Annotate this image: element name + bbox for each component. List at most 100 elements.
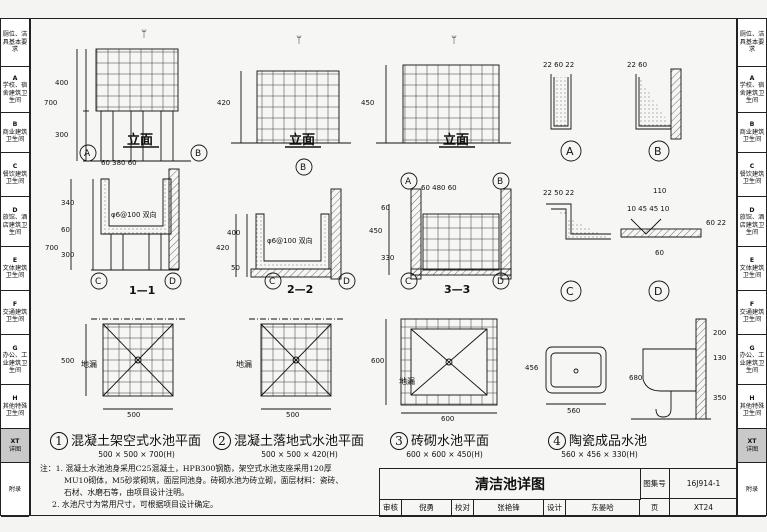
dim-sink-side-b: 130 (713, 354, 727, 362)
dim-sec2-a: 420 (216, 244, 230, 252)
right-tab-label: 厕位、洁具基本要求 (739, 31, 765, 54)
section-1-1: A B C D (70, 144, 208, 290)
elevation-2-label: 立面 (289, 132, 315, 148)
dim-plan1-500: 500 (127, 411, 141, 419)
left-tab-code: G (12, 344, 18, 352)
caption-3-title: 砖砌水池平面 (411, 434, 490, 449)
elevation-3: ᛘ (376, 35, 511, 144)
left-tab-label: 旅馆、酒店建筑卫生间 (2, 214, 28, 236)
dim-sec3-c: 330 (381, 254, 395, 262)
right-tab-label: 餐饮建筑卫生间 (739, 170, 765, 186)
caption-2-number: 2 (213, 432, 231, 450)
ceramic-sink-front (545, 346, 607, 405)
dim-sec1-b: 60 (61, 226, 70, 234)
dim-sink-width: 560 (567, 407, 581, 415)
dim-sec1-a: 340 (61, 199, 75, 207)
svg-text:D: D (497, 277, 504, 287)
caption-1-size: 500 × 500 × 700(H) (98, 450, 175, 459)
note-line-4: 2. 水池尺寸为常用尺寸，可根据项目设计确定。 (52, 500, 218, 509)
left-tab-label: 附录 (8, 485, 22, 493)
svg-text:A: A (405, 177, 412, 187)
dim-detail-d-side: 60 22 (706, 219, 727, 227)
caption-4-size: 560 × 456 × 330(H) (561, 450, 638, 459)
svg-text:ᛘ: ᛘ (451, 35, 457, 46)
section-1-rebar: φ6@100 双向 (111, 210, 157, 219)
section-3-3: A B C D (388, 172, 512, 290)
right-tab-code: A (749, 74, 755, 82)
section-1-label: 1—1 (129, 284, 155, 297)
left-tab-item-0[interactable]: 厕位、洁具基本要求 (1, 19, 29, 67)
dim-detail-a: 22 60 22 (543, 61, 575, 69)
review-name: 倪勇 (402, 499, 452, 517)
right-tab-item-0[interactable]: 厕位、洁具基本要求 (738, 19, 766, 67)
drawing-canvas: ᛘ 立面 ᛘ 立面 ᛘ 立面 (70, 29, 711, 420)
left-tab-label: 办公、工业建筑卫生间 (2, 352, 28, 374)
caption-2-title: 混凝土落地式水池平面 (234, 434, 365, 449)
left-tab-code: H (12, 395, 18, 403)
detail-B: B (635, 68, 682, 162)
plan-1 (85, 318, 186, 410)
right-tab-code: H (749, 395, 755, 403)
plan-2 (249, 318, 343, 410)
left-tab-label: 文体建筑卫生间 (2, 264, 28, 280)
atlas-number: 16J914-1 (670, 469, 738, 499)
left-tab-code: F (12, 301, 18, 309)
dim-sink-680: 680 (629, 374, 643, 382)
caption-4-number: 4 (548, 432, 566, 450)
dim-plan3-side: 600 (371, 357, 385, 365)
svg-text:B: B (654, 145, 662, 158)
left-tab-label: 学校、宿舍建筑卫生间 (2, 82, 28, 104)
page-label: 页 (640, 499, 670, 517)
left-tab-item-10[interactable]: 附录 (1, 463, 29, 517)
dim-elev1-height: 700 (44, 99, 58, 107)
plan-3-floor-drain: 地漏 (399, 376, 415, 386)
notes: 注：1. 混凝土水池池身采用C25混凝土，HPB300钢筋，架空式水池支座采用1… (40, 463, 350, 511)
plan-2-floor-drain: 地漏 (236, 359, 252, 369)
dim-detail-d-top: 110 (653, 187, 667, 195)
svg-text:C: C (95, 277, 101, 287)
right-tab-label: 旅馆、酒店建筑卫生间 (739, 214, 765, 236)
design-label: 设计 (544, 499, 566, 517)
left-tab-label: 详图 (8, 445, 22, 453)
svg-text:C: C (405, 277, 411, 287)
left-tab-label: 其他特殊卫生间 (2, 402, 28, 418)
dim-detail-b: 22 60 (627, 61, 648, 69)
dim-elev1-upper: 400 (55, 79, 69, 87)
dim-plan1-side: 500 (61, 357, 75, 365)
dim-elev2-height: 420 (217, 99, 231, 107)
svg-text:B: B (497, 177, 503, 187)
svg-text:D: D (343, 277, 350, 287)
right-tab-item-10[interactable]: 附录 (738, 463, 766, 517)
right-tab-code: D (749, 206, 755, 214)
elevation-1: ᛘ (76, 29, 191, 162)
left-tab-label: 餐饮建筑卫生间 (2, 170, 28, 186)
atlas-label: 图集号 (640, 469, 670, 499)
right-tab-label: 附录 (745, 485, 759, 493)
right-tab-label: 详图 (745, 445, 759, 453)
dim-sink-height: 456 (525, 364, 539, 372)
left-tab-code: XT (10, 438, 20, 446)
svg-text:A: A (566, 145, 574, 158)
right-tab-label: 学校、宿舍建筑卫生间 (739, 82, 765, 104)
detail-C: C (546, 203, 611, 302)
